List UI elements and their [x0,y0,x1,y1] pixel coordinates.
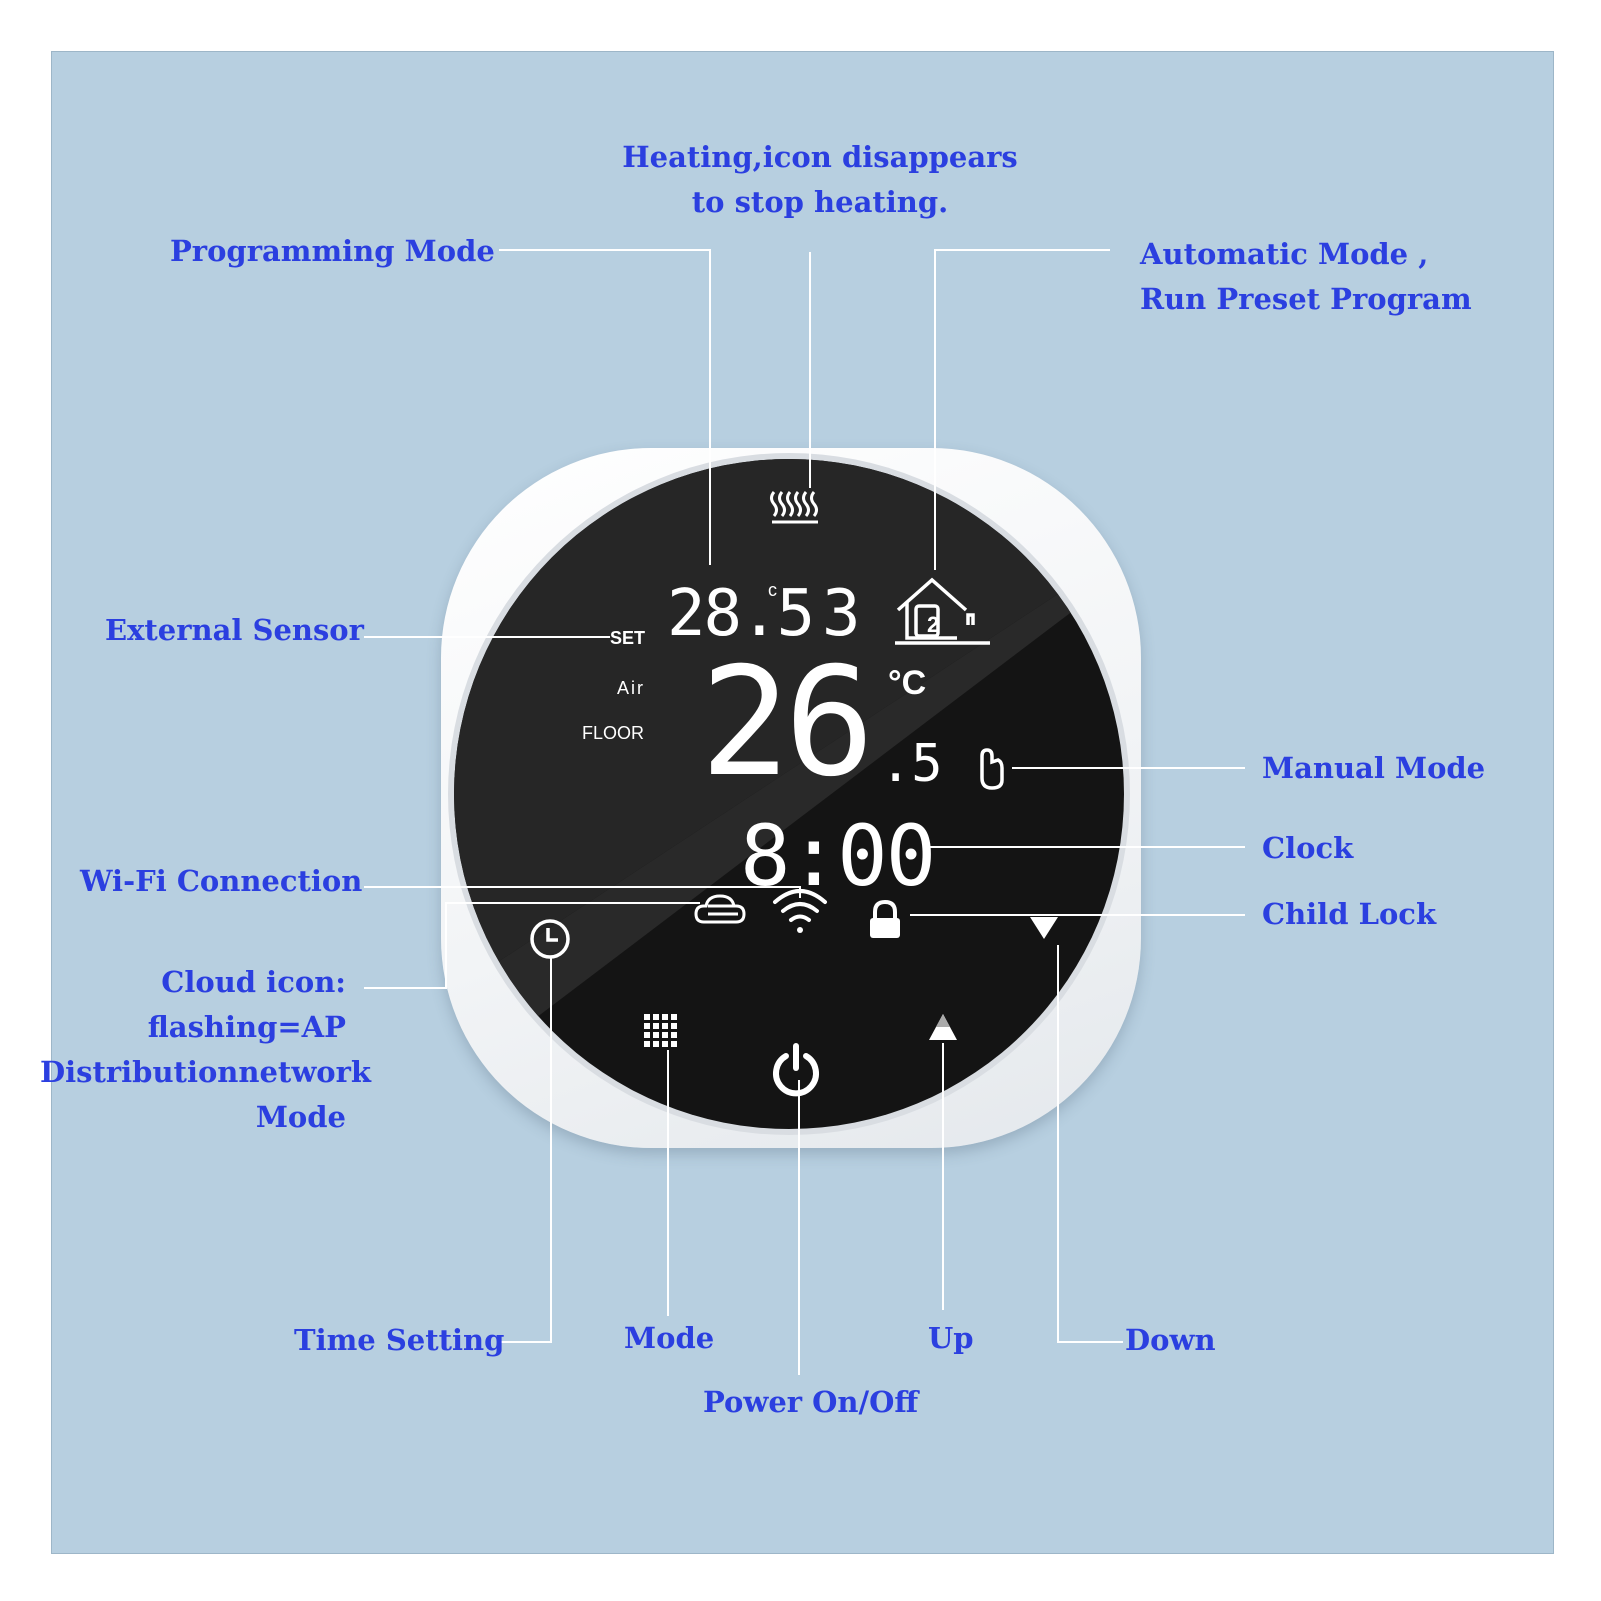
set-unit: c [768,580,777,600]
cloud-label-line-2: flashing=AP [147,1010,346,1044]
cloud-label-line-4: Mode [255,1100,346,1134]
time-setting-label: Time Setting [294,1323,505,1357]
manual-mode-label: Manual Mode [1262,751,1486,785]
automatic-mode-line-2: Run Preset Program [1140,282,1472,316]
cloud-label: Cloud icon: flashing=AP Distributionnetw… [40,960,371,1140]
up-label: Up [928,1321,974,1355]
house-period: 2 [927,612,940,637]
program-number: 3 [822,577,861,651]
power-label: Power On/Off [703,1385,919,1419]
automatic-mode-line-1: Automatic Mode , [1140,237,1429,271]
cloud-label-line-3: Distributionnetwork [40,1055,371,1089]
heating-label-line-1: Heating,icon disappears [622,140,1018,174]
room-unit: °C [888,664,927,702]
wifi-label: Wi-Fi Connection [80,864,363,898]
set-temperature: 28.5 [667,577,815,651]
power-icon [773,1043,819,1097]
heating-icon [770,491,818,524]
floor-label: FLOOR [582,723,645,743]
mode-label: Mode [624,1321,715,1355]
lock-icon [870,899,900,938]
room-temperature-decimal: .5 [880,734,943,794]
heating-label: Heating,icon disappears to stop heating. [620,135,1020,225]
clock-label: Clock [1262,831,1354,865]
cloud-label-line-1: Cloud icon: [161,965,346,999]
room-temperature: 26 [700,636,875,810]
down-arrow-icon [1030,917,1058,939]
external-sensor-label: External Sensor [105,613,364,647]
set-label: SET [610,628,646,648]
clock-display: 8:00 [740,807,936,905]
air-label: Air [617,678,645,698]
grid-icon [644,1014,677,1047]
down-label: Down [1125,1323,1216,1357]
programming-mode-label: Programming Mode [170,234,495,268]
hand-icon [980,748,1004,790]
heating-label-line-2: to stop heating. [691,185,949,219]
home-icon [895,577,990,645]
automatic-mode-label: Automatic Mode , Run Preset Program [1140,232,1472,322]
child-lock-label: Child Lock [1262,897,1437,931]
